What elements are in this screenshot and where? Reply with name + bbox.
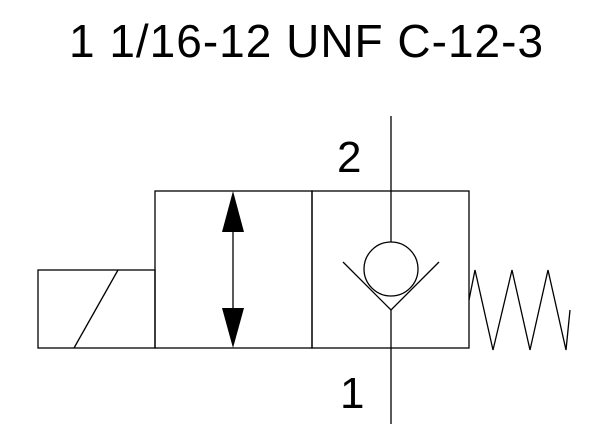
spring-symbol: [468, 269, 571, 351]
check-valve-seat: [342, 261, 440, 311]
solenoid-diagonal: [73, 269, 119, 349]
port-1-label: 1: [340, 369, 365, 418]
port-2-label: 2: [337, 133, 362, 182]
check-valve-ball: [363, 241, 419, 297]
valve-spec-title: 1 1/16-12 UNF C-12-3: [68, 15, 545, 67]
arrow-head-up: [222, 191, 244, 232]
arrow-head-down: [222, 308, 244, 348]
